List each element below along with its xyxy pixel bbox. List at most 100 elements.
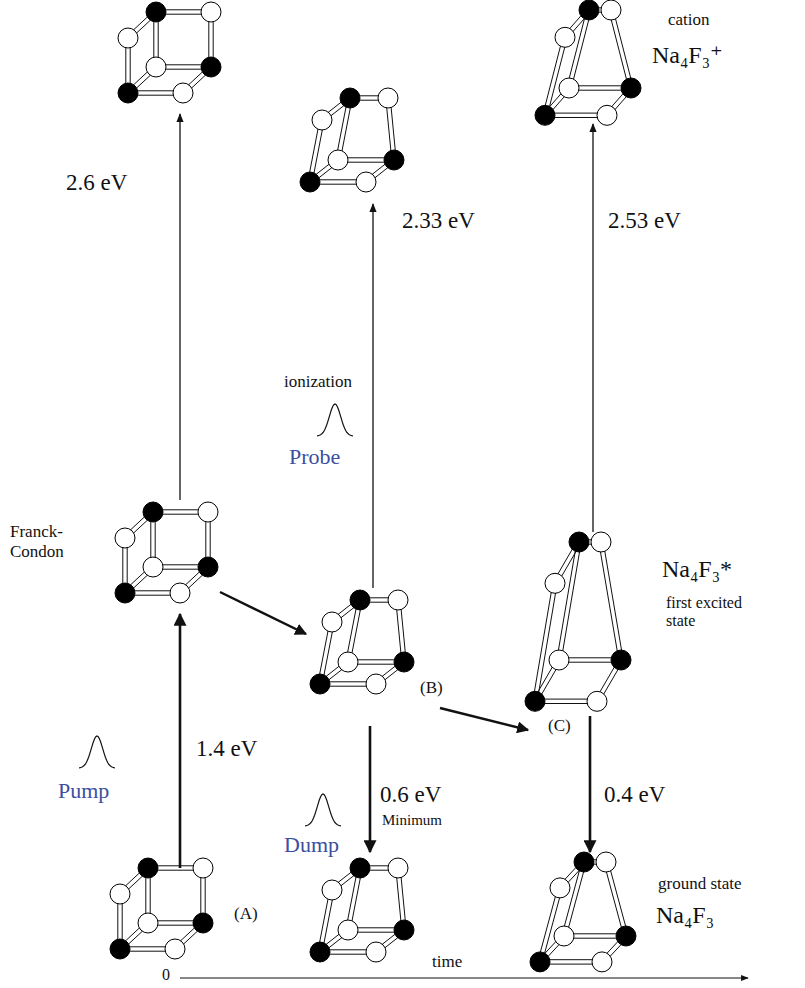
bond bbox=[609, 11, 629, 89]
sodium-atom bbox=[201, 2, 221, 22]
sodium-atom bbox=[173, 83, 193, 103]
pulse-label: Probe bbox=[289, 444, 340, 469]
bond bbox=[561, 542, 581, 660]
sodium-atom bbox=[378, 88, 398, 108]
sodium-atom bbox=[550, 878, 570, 898]
cluster-figure bbox=[310, 858, 414, 962]
sodium-atom bbox=[388, 858, 408, 878]
fluorine-atom bbox=[574, 852, 594, 872]
point-label: (B) bbox=[420, 678, 443, 698]
energy-label: 1.4 eV bbox=[196, 736, 257, 762]
sodium-atom bbox=[115, 528, 135, 548]
sodium-atom bbox=[555, 27, 575, 47]
bond bbox=[557, 542, 577, 660]
charge-state-label: cation bbox=[668, 10, 710, 30]
axis-label: time bbox=[432, 952, 462, 972]
arrow bbox=[592, 124, 593, 532]
fluorine-atom bbox=[350, 858, 370, 878]
cluster-figure bbox=[310, 590, 414, 694]
arrow bbox=[179, 614, 182, 868]
fluorine-atom bbox=[394, 920, 414, 940]
fluorine-atom bbox=[115, 583, 135, 603]
energy-label: 0.4 eV bbox=[604, 782, 665, 808]
state-label: ground state bbox=[658, 874, 742, 894]
energy-label: 2.53 eV bbox=[608, 208, 681, 234]
fluorine-atom bbox=[201, 57, 221, 77]
pulse-shape bbox=[317, 404, 353, 436]
axis-label: 0 bbox=[162, 966, 170, 984]
fluorine-atom bbox=[146, 2, 166, 22]
fluorine-atom bbox=[384, 150, 404, 170]
sodium-atom bbox=[146, 57, 166, 77]
fluorine-atom bbox=[525, 691, 545, 711]
cluster-figure bbox=[110, 858, 213, 959]
sodium-atom bbox=[601, 0, 621, 20]
bond bbox=[566, 863, 586, 937]
cluster-figure bbox=[115, 502, 218, 603]
sodium-atom bbox=[388, 590, 408, 610]
fluorine-atom bbox=[579, 0, 599, 20]
sodium-atom bbox=[366, 942, 386, 962]
cluster-figure bbox=[530, 852, 636, 972]
fluorine-atom bbox=[143, 502, 163, 522]
arrow bbox=[180, 977, 748, 978]
fluorine-atom bbox=[535, 105, 555, 125]
fluorine-atom bbox=[310, 942, 330, 962]
formula-label: Na₄F₃ bbox=[656, 902, 714, 930]
sodium-atom bbox=[554, 926, 574, 946]
bond bbox=[613, 9, 633, 87]
fluorine-atom bbox=[310, 674, 330, 694]
sodium-atom bbox=[110, 884, 130, 904]
fluorine-atom bbox=[621, 78, 641, 98]
sodium-atom bbox=[138, 913, 158, 933]
point-label: (A) bbox=[234, 904, 258, 924]
cluster-figure bbox=[535, 0, 641, 125]
sodium-atom bbox=[338, 652, 358, 672]
sodium-atom bbox=[322, 612, 342, 632]
sodium-atom bbox=[338, 920, 358, 940]
bond bbox=[562, 861, 582, 935]
sodium-atom bbox=[356, 172, 376, 192]
sodium-atom bbox=[328, 150, 348, 170]
pulse-shape bbox=[79, 736, 115, 768]
fluorine-atom bbox=[340, 88, 360, 108]
pulse-label: Dump bbox=[284, 832, 339, 857]
fluorine-atom bbox=[118, 83, 138, 103]
formula-label: Na₄F₃⁺ bbox=[652, 42, 723, 70]
arrow bbox=[179, 114, 180, 500]
transition-arrows bbox=[180, 114, 748, 978]
fluorine-atom bbox=[138, 858, 158, 878]
sodium-atom bbox=[366, 674, 386, 694]
arrow bbox=[220, 592, 306, 634]
fluorine-atom bbox=[350, 590, 370, 610]
sodium-atom bbox=[549, 650, 569, 670]
bond bbox=[599, 542, 619, 660]
sodium-atom bbox=[592, 952, 612, 972]
sodium-atom bbox=[596, 852, 616, 872]
sodium-atom bbox=[193, 858, 213, 878]
fluorine-atom bbox=[300, 172, 320, 192]
sodium-atom bbox=[165, 939, 185, 959]
note-label: Minimum bbox=[382, 812, 442, 829]
bond bbox=[608, 861, 628, 935]
fluorine-atom bbox=[569, 532, 589, 552]
fluorine-atom bbox=[616, 926, 636, 946]
sodium-atom bbox=[312, 110, 332, 130]
energy-label: 2.6 eV bbox=[66, 170, 127, 196]
laser-pulses bbox=[79, 404, 353, 826]
fluorine-atom bbox=[611, 650, 631, 670]
bond bbox=[604, 863, 624, 937]
bond bbox=[603, 542, 623, 660]
fluorine-atom bbox=[530, 952, 550, 972]
sodium-atom bbox=[322, 880, 342, 900]
bond bbox=[567, 9, 587, 87]
fluorine-atom bbox=[394, 652, 414, 672]
sodium-atom bbox=[143, 557, 163, 577]
clusters bbox=[110, 0, 641, 972]
sodium-atom bbox=[545, 573, 565, 593]
energy-label: 2.33 eV bbox=[402, 208, 475, 234]
arrow bbox=[589, 716, 592, 852]
